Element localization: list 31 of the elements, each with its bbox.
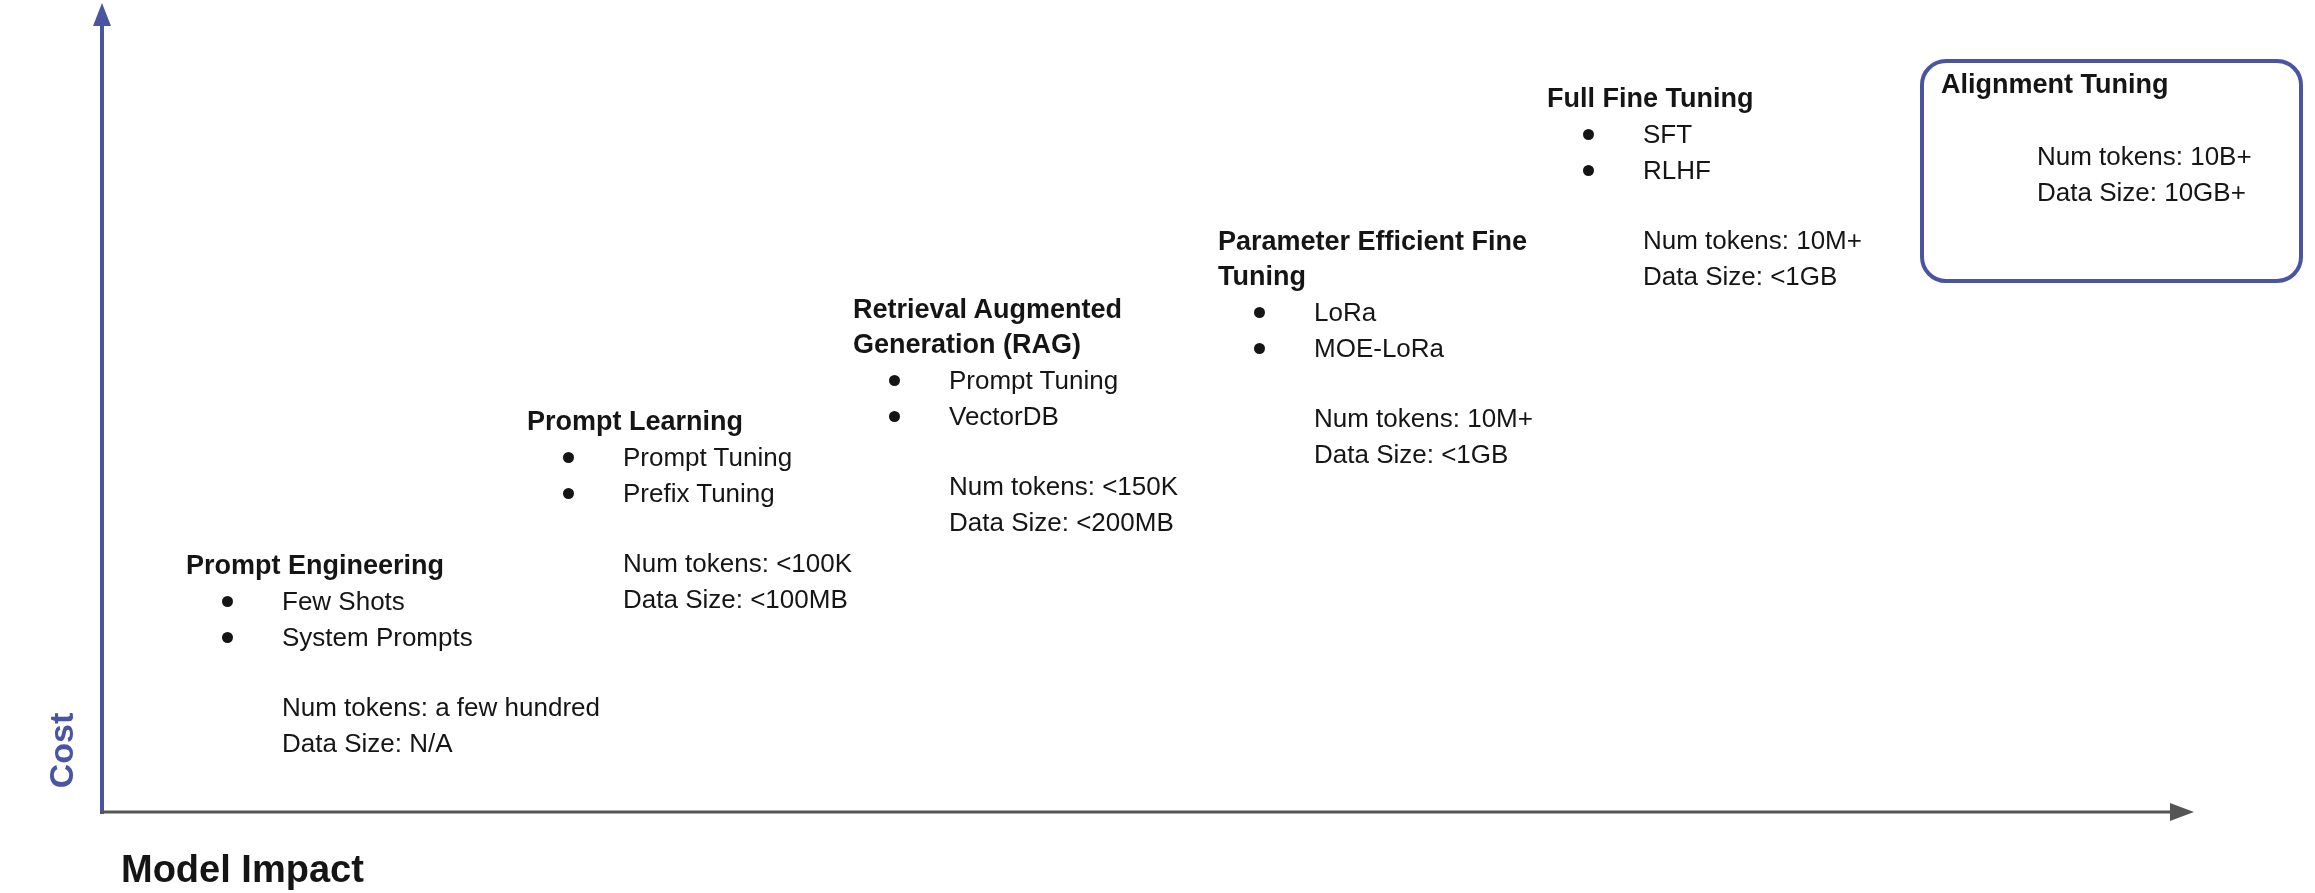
stat-text: Num tokens: 10M+ [1314,402,1533,435]
stat-text: Num tokens: 10B+ [2037,140,2252,173]
stat-text: Num tokens: <100K [623,547,853,580]
block-heading: Full Fine Tuning [1547,82,1755,115]
stat-text: Num tokens: <150K [949,470,1179,503]
block-heading: Retrieval Augmented Generation (RAG) [853,293,1124,361]
bullet-item: Prompt Tuning [623,441,793,474]
bullet-item: System Prompts [282,621,473,654]
bullet-item: Prefix Tuning [623,477,775,510]
bullet-item: SFT [1643,118,1693,151]
axis-title: Cost [41,712,82,788]
bullet-item: RLHF [1643,154,1711,187]
stat-text: Data Size: 10GB+ [2037,176,2246,209]
block-heading: Parameter Efficient Fine Tuning [1218,225,1529,293]
bullet-item: MOE-LoRa [1314,332,1445,365]
bullet-item: LoRa [1314,296,1377,329]
bullet-item: VectorDB [949,400,1059,433]
axis-title: Model Impact [121,847,364,892]
stat-text: Num tokens: a few hundred [282,691,600,724]
stat-text: Data Size: <200MB [949,506,1174,539]
block-heading: Prompt Learning [527,405,744,438]
stat-text: Data Size: <1GB [1314,438,1509,471]
block-heading: Alignment Tuning [1941,68,2170,101]
block-heading: Prompt Engineering [186,549,446,582]
bullet-item: Prompt Tuning [949,364,1119,397]
highlight-box [1920,59,2303,283]
bullet-item: Few Shots [282,585,405,618]
stat-text: Data Size: <1GB [1643,260,1838,293]
stat-text: Num tokens: 10M+ [1643,224,1862,257]
stat-text: Data Size: N/A [282,727,453,760]
stat-text: Data Size: <100MB [623,583,848,616]
